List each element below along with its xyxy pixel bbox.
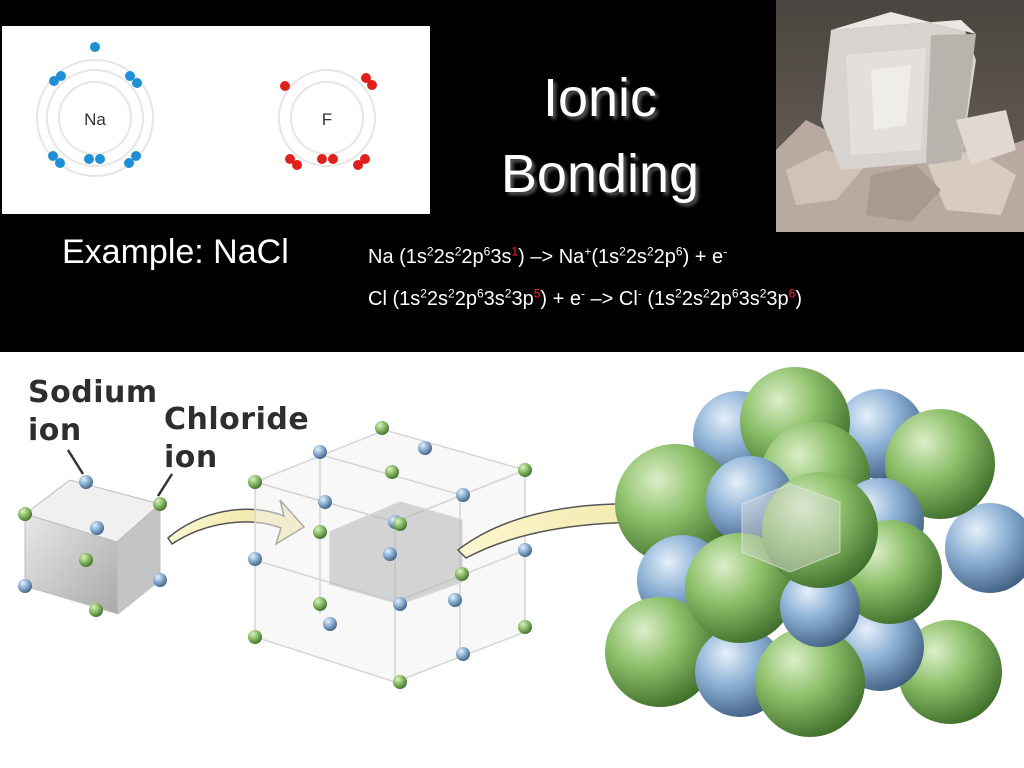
space-filling-crystal [605, 367, 1024, 737]
fluorine-symbol: F [322, 110, 332, 129]
sodium-ion-label-line-2: ion [28, 413, 82, 448]
equation-superscript: 6 [675, 244, 683, 259]
equation-text: 3p [766, 288, 789, 310]
bohr-diagrams: Na F [36, 42, 377, 177]
nacl-lattice-illustration [18, 367, 1024, 737]
equation-text: (1s [591, 246, 620, 268]
sodium-ionization-equation: Na (1s22s22p63s1) –> Na+(1s22s22p6) + e- [368, 244, 727, 270]
fluorine-atom: F [278, 69, 377, 170]
equation-text: 2p [709, 288, 732, 310]
chlorine-ionization-equation: Cl (1s22s22p63s23p5) + e- –> Cl- (1s22s2… [368, 286, 802, 312]
sodium-symbol: Na [84, 110, 106, 129]
expanded-lattice [252, 429, 528, 684]
equation-text: ) [795, 288, 803, 310]
equation-text: –> Cl [585, 288, 638, 310]
unit-cell-cube [18, 475, 167, 617]
chloride-ion-label-line-2: ion [164, 440, 218, 475]
equation-text: 2p [454, 288, 477, 310]
equation-text: Cl (1s [368, 288, 421, 310]
equation-text: 3p [511, 288, 534, 310]
expanded-lattice-ions [248, 421, 532, 689]
equation-superscript: 2 [759, 286, 767, 301]
equation-text: ) + e [540, 288, 581, 310]
equation-text: 3s [483, 288, 505, 310]
equation-text: 2p [461, 246, 484, 268]
equation-superscript: 2 [426, 244, 434, 259]
equation-superscript: 6 [788, 286, 796, 301]
sodium-ion-label-line-1: Sodium [28, 375, 158, 410]
equation-text: (1s [641, 288, 676, 310]
equation-text: 2s [433, 246, 455, 268]
equation-superscript: + [584, 244, 592, 259]
equation-superscript: 2 [454, 244, 462, 259]
equation-superscript: - [637, 286, 642, 301]
chloride-ion-label-line-1: Chloride [164, 402, 310, 437]
equation-superscript: 2 [646, 244, 654, 259]
sodium-pointer [66, 449, 85, 475]
equation-superscript: 6 [731, 286, 739, 301]
title-line-1: Ionic [542, 68, 658, 128]
unit-cell-ions [18, 475, 167, 617]
salt-crystal-photo [776, 0, 1024, 232]
equation-text: 2p [653, 246, 676, 268]
example-label: Example: NaCl [62, 233, 289, 271]
equation-text: 2s [426, 288, 449, 310]
fluorine-electrons [280, 73, 377, 170]
equation-superscript: 5 [533, 286, 541, 301]
sodium-electrons [48, 42, 142, 168]
equation-text: ) + e [682, 246, 724, 268]
chloride-pointer [156, 473, 174, 497]
equation-superscript: 2 [504, 286, 512, 301]
equation-superscript: - [581, 286, 585, 301]
equation-superscript: 6 [476, 286, 484, 301]
equation-text: ) –> Na [518, 246, 585, 268]
equation-superscript: - [723, 244, 728, 259]
equation-superscript: 2 [702, 286, 710, 301]
equation-superscript: 6 [483, 244, 491, 259]
equation-text: 3s [490, 246, 512, 268]
slide-title: Ionic Bonding [470, 60, 730, 212]
equation-text: 2s [625, 246, 647, 268]
equation-superscript: 2 [619, 244, 626, 259]
equation-text: Na (1s [368, 246, 427, 268]
equation-text: 3s [738, 288, 760, 310]
equation-superscript: 2 [675, 286, 682, 301]
equation-superscript: 2 [420, 286, 427, 301]
title-line-2: Bonding [500, 144, 700, 204]
equation-text: 2s [681, 288, 703, 310]
sodium-atom: Na [36, 42, 154, 177]
bohr-diagrams-panel: Na F [2, 26, 430, 214]
equation-superscript: 1 [511, 244, 519, 259]
equation-superscript: 2 [448, 286, 455, 301]
